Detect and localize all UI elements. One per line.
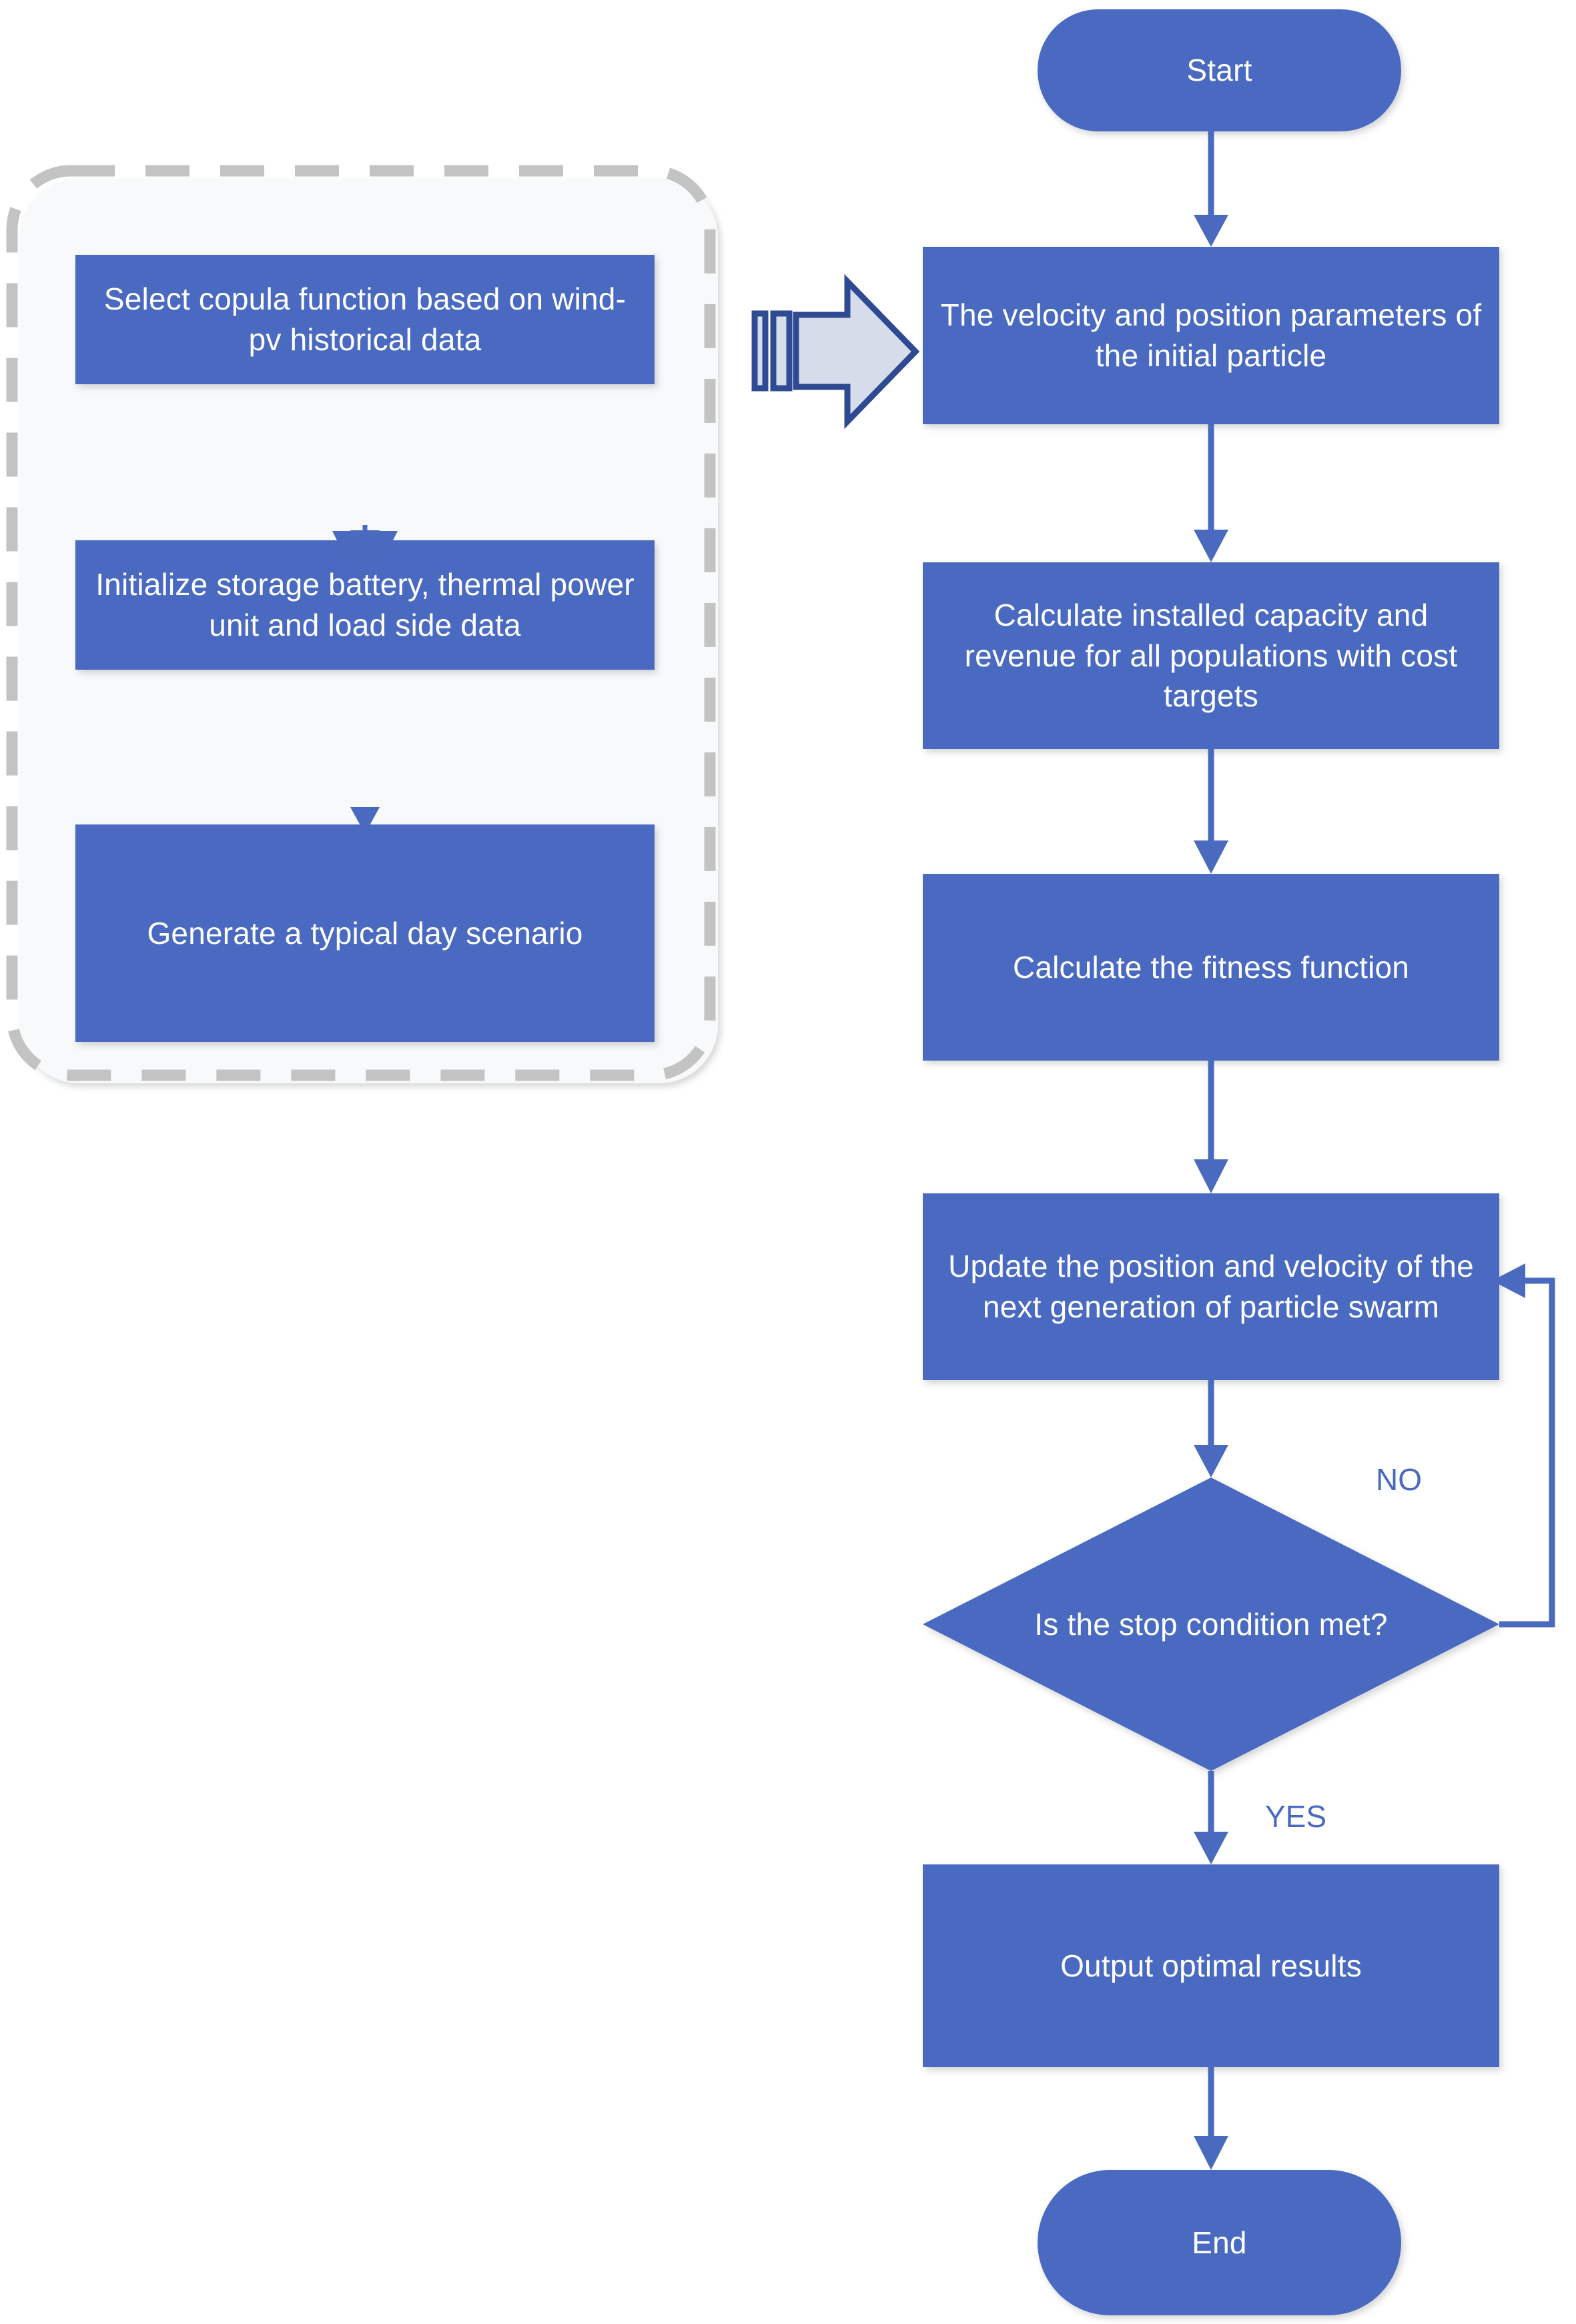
shape-select-copula[interactable] [75,255,655,384]
connector-no-feedback-loop [1499,1277,1555,1628]
edge-label-yes: YES [1265,1801,1326,1832]
arrowhead-start-to-init-particle [1194,215,1228,247]
shape-generate-scenario[interactable] [75,824,655,1042]
data-preparation-group-dashed-border [6,165,716,1081]
shape-initialize-data[interactable] [75,540,655,670]
edge-label-yes-text: YES [1265,1799,1327,1834]
edge-label-no-text: NO [1376,1462,1422,1497]
shape-calc-capacity[interactable] [923,562,1499,749]
connector-select-to-initialize-head [350,530,380,557]
shape-calc-fitness[interactable] [923,874,1499,1061]
shape-stop-condition[interactable] [923,1478,1499,1771]
connector-initialize-to-generate-head [350,807,380,834]
shape-init-particle[interactable] [923,247,1499,424]
group-to-main-block-arrow [751,273,920,430]
edge-label-no: NO [1376,1464,1422,1495]
arrowhead-no-feedback-loop [1492,1263,1525,1298]
arrowhead-calc-fitness-to-update-swarm [1194,1159,1228,1193]
arrowhead-update-swarm-to-stop-condition [1194,1445,1228,1478]
shape-start[interactable] [1038,9,1401,131]
shape-update-swarm[interactable] [923,1193,1499,1380]
shape-end[interactable] [1038,2170,1401,2315]
arrowhead-stop-condition-to-output-results [1194,1832,1228,1864]
arrowhead-calc-capacity-to-calc-fitness [1194,840,1228,874]
shape-output-results[interactable] [923,1864,1499,2067]
arrowhead-init-particle-to-calc-capacity [1194,530,1228,562]
arrowhead-output-results-to-end [1194,2136,1228,2170]
